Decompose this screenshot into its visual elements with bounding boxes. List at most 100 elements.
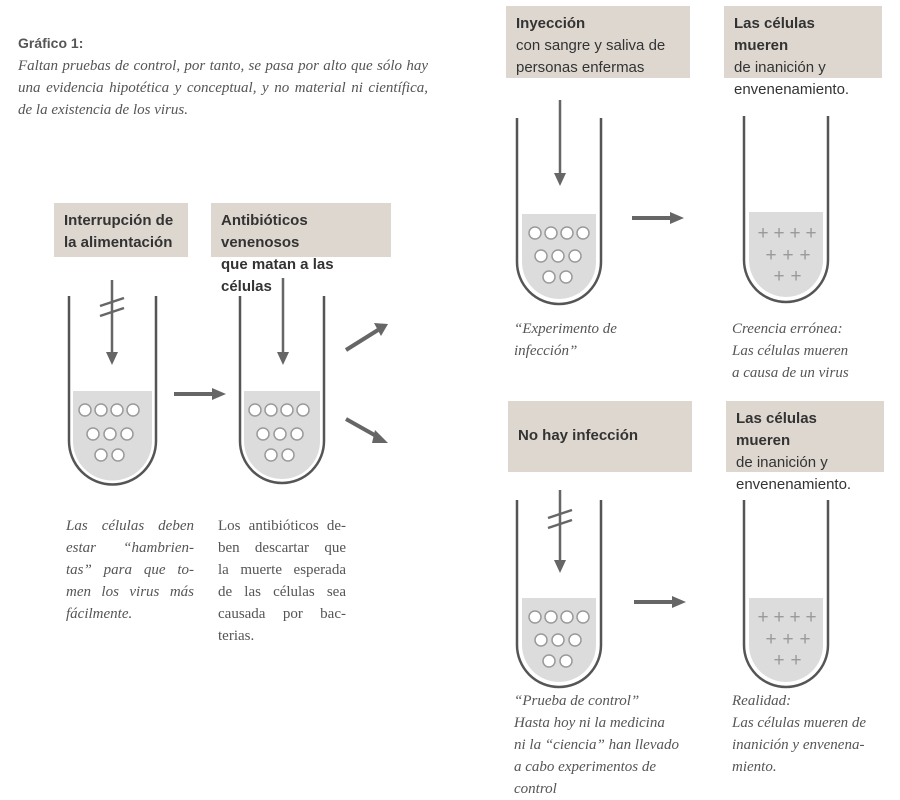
label-cells-die-bottom-line1: de inanición y — [736, 454, 828, 471]
caption-line: infección” — [514, 343, 578, 359]
test-tube-antibiotics — [238, 278, 326, 485]
svg-text:+: + — [773, 223, 784, 244]
tube-outline — [742, 116, 830, 304]
svg-text:+: + — [805, 223, 816, 244]
arrow-right — [634, 596, 686, 608]
caption-cells-hungry: Las células deben estar “hambrien- tas” … — [66, 515, 194, 625]
caption-line: Las células mueren de — [732, 715, 867, 731]
svg-text:+: + — [790, 266, 801, 287]
caption-line: Hasta hoy ni la medicina — [514, 715, 665, 731]
test-tube-dead-cells-top: ++++ +++ ++ — [742, 116, 830, 304]
svg-text:+: + — [773, 607, 784, 628]
tube-outline — [67, 296, 158, 486]
blocked-input-arrow — [547, 490, 573, 573]
cells — [78, 403, 140, 462]
figure-title: Gráfico 1: — [18, 35, 84, 51]
test-tube-infection — [515, 100, 603, 306]
label-cells-die-bottom: Las células mueren de inanición y envene… — [726, 401, 884, 493]
tube-outline — [742, 500, 830, 689]
svg-text:+: + — [789, 223, 800, 244]
cells — [528, 226, 590, 284]
svg-text:+: + — [757, 607, 768, 628]
arrow-right — [632, 212, 684, 224]
label-cells-die-top-title: Las células mueren — [734, 15, 815, 54]
label-injection-line2: personas enfermas — [516, 59, 645, 76]
label-starvation-line1: Interrupción de — [64, 212, 174, 229]
figure-header: Gráfico 1: Faltan pruebas de control, po… — [18, 35, 428, 121]
svg-text:+: + — [773, 650, 784, 671]
caption-antibiotics: Los antibióticos de- ben descartar que l… — [218, 515, 346, 647]
caption-line: Las células deben — [66, 518, 194, 534]
svg-text:+: + — [782, 629, 793, 650]
test-tube-dead-cells-bottom: ++++ +++ ++ — [742, 500, 830, 689]
caption-line: de las células sea — [218, 584, 346, 600]
tube-outline — [238, 296, 326, 485]
tube-outline — [515, 500, 603, 689]
test-tube-control — [515, 490, 603, 689]
caption-line: a cabo experimentos de — [514, 759, 657, 775]
caption-line: tas” para que to- — [66, 562, 194, 578]
svg-text:+: + — [799, 629, 810, 650]
svg-text:+: + — [789, 607, 800, 628]
svg-text:+: + — [805, 607, 816, 628]
blocked-input-arrow — [99, 280, 125, 365]
caption-line: inanición y envenena- — [732, 737, 865, 753]
svg-text:+: + — [782, 245, 793, 266]
caption-line: fácilmente. — [66, 606, 133, 622]
dead-cell-markers: ++++ +++ ++ — [757, 223, 816, 287]
tube-liquid — [749, 598, 823, 682]
caption-line: men los virus más — [66, 584, 194, 600]
caption-control-test: “Prueba de control” Hasta hoy ni la medi… — [514, 690, 704, 800]
caption-line: causada por bac- — [218, 606, 346, 622]
label-no-infection-title: No hay infección — [518, 427, 639, 444]
label-cells-die-top: Las células mueren de inanición y envene… — [724, 6, 882, 98]
branch-arrow-down — [345, 417, 388, 443]
svg-text:+: + — [757, 223, 768, 244]
svg-text:+: + — [773, 266, 784, 287]
caption-line: estar “hambrien- — [66, 540, 194, 556]
label-cells-die-bottom-title: Las células mueren — [736, 410, 817, 449]
label-cells-die-top-line1: de inanición y — [734, 59, 826, 76]
svg-text:+: + — [799, 245, 810, 266]
cells — [248, 403, 310, 462]
caption-line: “Experimento de — [514, 321, 617, 337]
label-starvation-line2: la alimentación — [64, 234, 173, 251]
caption-line: la muerte esperada — [218, 562, 346, 578]
tube-outline — [515, 118, 603, 306]
label-injection-title: Inyección — [516, 15, 586, 32]
caption-line: miento. — [732, 759, 777, 775]
caption-line: Los antibióticos de- — [218, 518, 346, 534]
label-starvation: Interrupción de la alimentación — [54, 203, 188, 257]
svg-text:+: + — [790, 650, 801, 671]
caption-line: Las células mueren — [732, 343, 849, 359]
caption-erroneous-belief: Creencia errónea: Las células mueren a c… — [732, 318, 892, 384]
figure-description: Faltan pruebas de control, por tanto, se… — [18, 58, 428, 118]
svg-text:+: + — [765, 245, 776, 266]
dead-cell-markers: ++++ +++ ++ — [757, 607, 816, 671]
label-cells-die-bottom-line2: envenenamiento. — [736, 476, 852, 493]
label-antibiotics: Antibióticos venenosos que matan a las c… — [211, 203, 391, 295]
arrow-right — [174, 388, 226, 400]
label-injection-line1: con sangre y saliva de — [516, 37, 666, 54]
input-arrow — [554, 100, 566, 186]
caption-reality: Realidad: Las células mueren de inanició… — [732, 690, 892, 778]
caption-line: “Prueba de control” — [514, 693, 640, 709]
svg-text:+: + — [765, 629, 776, 650]
caption-infection-experiment: “Experimento de infección” — [514, 318, 684, 362]
label-antibiotics-line1: Antibióticos venenosos — [221, 212, 308, 251]
label-antibiotics-line2: que matan a las células — [221, 256, 334, 295]
test-tube-starvation — [67, 280, 158, 486]
label-no-infection: No hay infección — [508, 401, 692, 472]
caption-line: Realidad: — [732, 693, 792, 709]
branch-arrow-up — [344, 323, 388, 352]
caption-line: a causa de un virus — [732, 365, 849, 381]
caption-line: control — [514, 781, 557, 797]
cells — [528, 610, 590, 668]
label-injection: Inyección con sangre y saliva de persona… — [506, 6, 690, 78]
tube-liquid — [749, 212, 823, 297]
caption-line: terias. — [218, 628, 255, 644]
caption-line: ni la “ciencia” han llevado — [514, 737, 679, 753]
input-arrow — [277, 278, 289, 365]
caption-line: Creencia errónea: — [732, 321, 843, 337]
